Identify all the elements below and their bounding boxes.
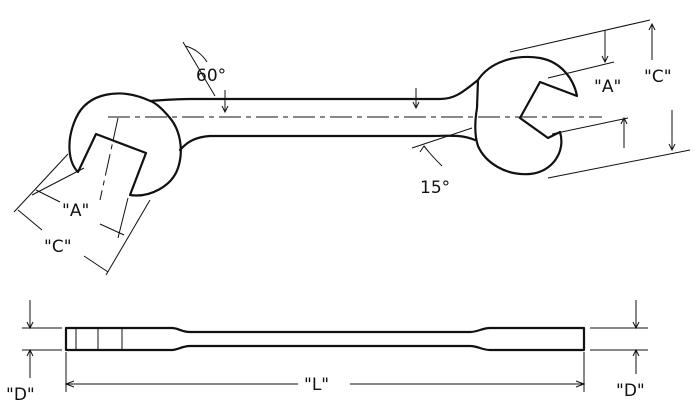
- angle-15-label: 15°: [420, 178, 450, 198]
- right-d-arrowhead-bottom: [632, 348, 640, 357]
- left-a-dimension-line-2: [99, 223, 125, 236]
- right-a-arrow-top: [601, 55, 609, 64]
- left-wrench-head: [68, 92, 182, 197]
- side-view-profile: [64, 326, 586, 352]
- right-d-arrowhead-top: [632, 321, 640, 330]
- left-d-label: "D": [6, 385, 35, 405]
- wrench-top-view: [68, 55, 602, 201]
- wrench-handle-top-edge: [148, 78, 480, 103]
- wrench-side-view: "D" "D" "L": [6, 300, 648, 405]
- right-head-dimensions: "A" "C" 15°: [411, 19, 691, 198]
- right-d-label: "D": [616, 381, 645, 401]
- right-c-arrow-top: [648, 22, 656, 31]
- right-wrench-head: [474, 55, 579, 176]
- wrench-handle-bottom-edge: [178, 134, 477, 152]
- l-arrowhead-right: [575, 380, 586, 388]
- l-arrowhead-left: [64, 380, 75, 388]
- right-c-extension-bottom: [547, 149, 691, 179]
- angle-60-arc: [184, 45, 208, 63]
- left-c-extension-1: [13, 153, 69, 213]
- left-head-dimensions: 60° "A" "C": [13, 41, 229, 276]
- angle-60-extension: [182, 41, 216, 97]
- angle-60-arrow-head: [221, 105, 229, 114]
- left-a-extension-1: [31, 167, 85, 196]
- angle-60-label: 60°: [196, 66, 226, 86]
- angle-15-extension: [411, 127, 473, 149]
- angle-15-arc-arrow: [419, 145, 429, 153]
- right-c-arrow-bottom: [668, 143, 676, 152]
- angle-15-arrow-head: [412, 101, 420, 110]
- left-a-label: "A": [62, 201, 89, 221]
- left-c-extension-2: [105, 199, 151, 276]
- left-d-arrowhead-top: [26, 321, 34, 330]
- right-a-extension-bottom: [551, 117, 629, 135]
- left-d-arrowhead-bottom: [26, 348, 34, 357]
- right-c-label: "C": [644, 67, 672, 87]
- left-a-dimension-line: [35, 189, 61, 203]
- l-label: "L": [304, 375, 329, 395]
- left-c-dimension-line-2: [83, 255, 109, 273]
- left-c-label: "C": [44, 237, 72, 257]
- right-a-label: "A": [594, 77, 621, 97]
- right-c-extension-top: [509, 19, 651, 53]
- right-a-arrow-bottom: [620, 116, 628, 125]
- left-c-dimension-line: [17, 209, 43, 231]
- left-head-centerline: [99, 117, 119, 201]
- left-a-extension-2: [117, 197, 129, 239]
- right-a-extension-top: [547, 61, 615, 79]
